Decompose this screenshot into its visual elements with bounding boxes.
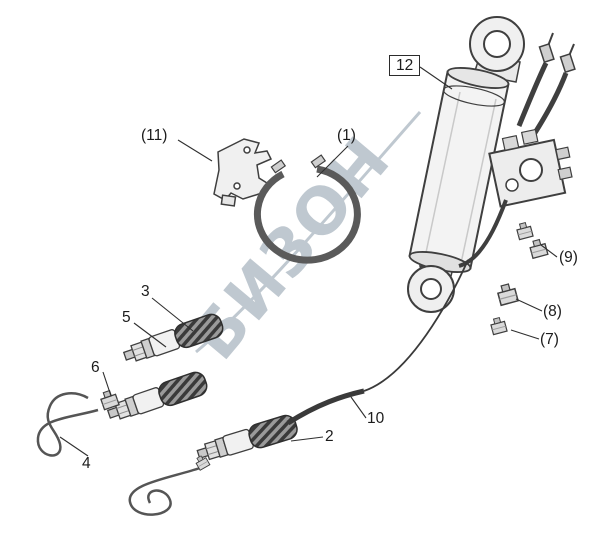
fitting-7 [489, 315, 508, 336]
callout-4: 4 [82, 455, 91, 472]
callout-6: 6 [91, 359, 100, 376]
hose-10-line [363, 259, 469, 392]
valve-pipe [458, 199, 508, 268]
mounting-bracket [213, 138, 273, 207]
leader-lines [59, 66, 558, 457]
hose-sleeve-bottom [194, 412, 301, 467]
callout-10: 10 [367, 410, 385, 427]
cable-loops [36, 392, 201, 516]
hose-end-fittings [538, 42, 576, 74]
hose-10 [286, 388, 365, 426]
cable-loop-left [36, 392, 99, 457]
callout-12: 12 [389, 55, 421, 77]
callout-3: 3 [141, 283, 150, 300]
callout-2: 2 [325, 428, 334, 445]
fitting-8 [495, 281, 519, 307]
hose-sleeve-top [120, 310, 227, 369]
fitting-9 [515, 220, 549, 259]
callout-1: (1) [337, 127, 356, 144]
hydraulic-cylinder [407, 16, 525, 313]
callout-11: (11) [141, 127, 168, 144]
cable-loop-bottom [128, 466, 201, 516]
callout-9: (9) [559, 249, 578, 266]
hose-sleeve-middle [104, 368, 211, 427]
valve-block [458, 128, 573, 268]
callout-8: (8) [543, 303, 562, 320]
callout-7: (7) [540, 331, 559, 348]
clamp-ring [253, 154, 361, 264]
callout-5: 5 [122, 309, 131, 326]
